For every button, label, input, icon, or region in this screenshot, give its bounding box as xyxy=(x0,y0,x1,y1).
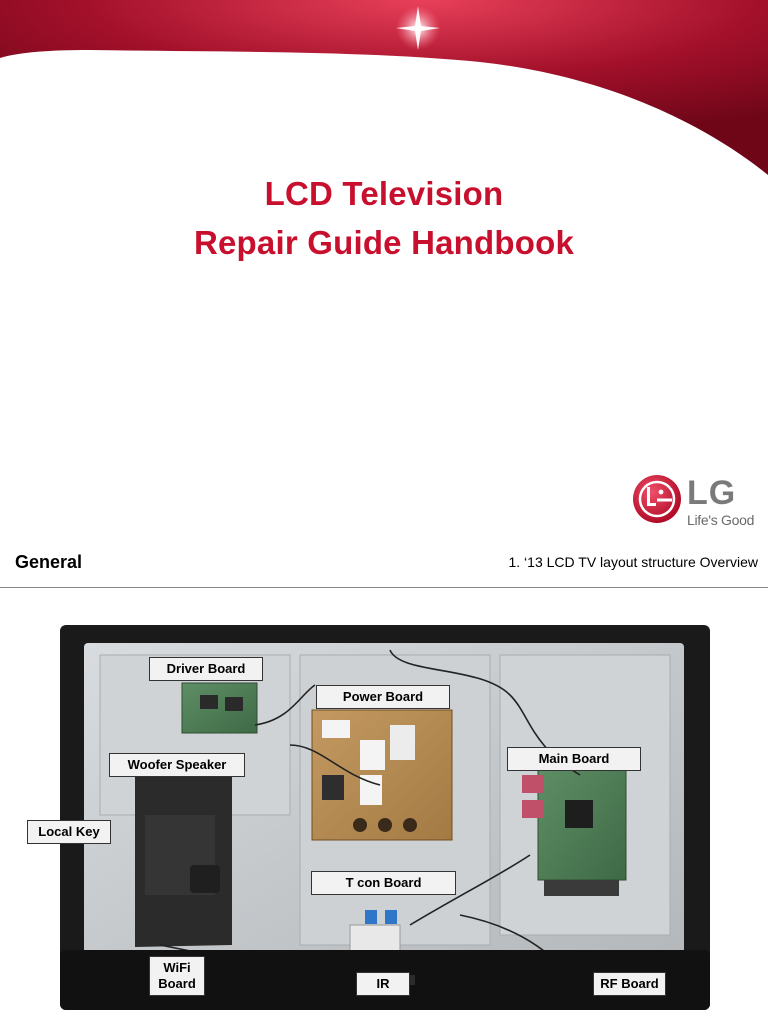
label-wifi-board: WiFi Board xyxy=(149,956,205,996)
layout-overview-slide: General 1. ‘13 LCD TV layout structure O… xyxy=(0,540,768,1024)
label-tcon-board: T con Board xyxy=(311,871,456,895)
label-driver-board: Driver Board xyxy=(149,657,263,681)
label-woofer-speaker: Woofer Speaker xyxy=(109,753,245,777)
label-rf-board: RF Board xyxy=(593,972,666,996)
lg-tagline: Life's Good xyxy=(687,512,755,528)
label-ir: IR xyxy=(356,972,410,996)
label-wifi-line-2: Board xyxy=(158,976,196,991)
label-local-key: Local Key xyxy=(27,820,111,844)
header-swoosh xyxy=(0,0,768,175)
section-divider xyxy=(0,587,768,588)
tv-rear-photo xyxy=(60,625,710,1010)
label-main-board: Main Board xyxy=(507,747,641,771)
label-wifi-line-1: WiFi xyxy=(163,960,191,975)
cover-title-line-2: Repair Guide Handbook xyxy=(193,224,575,261)
cover-title-line-1: LCD Television xyxy=(264,175,504,212)
cover-slide: LCD Television Repair Guide Handbook LG … xyxy=(0,0,768,532)
lg-wordmark: LG xyxy=(687,474,737,512)
section-title: General xyxy=(15,552,83,572)
label-power-board: Power Board xyxy=(316,685,450,709)
lg-face-logo-icon xyxy=(633,475,681,523)
section-subtitle: 1. ‘13 LCD TV layout structure Overview xyxy=(508,554,758,570)
lg-logo: LG Life's Good xyxy=(632,472,768,532)
